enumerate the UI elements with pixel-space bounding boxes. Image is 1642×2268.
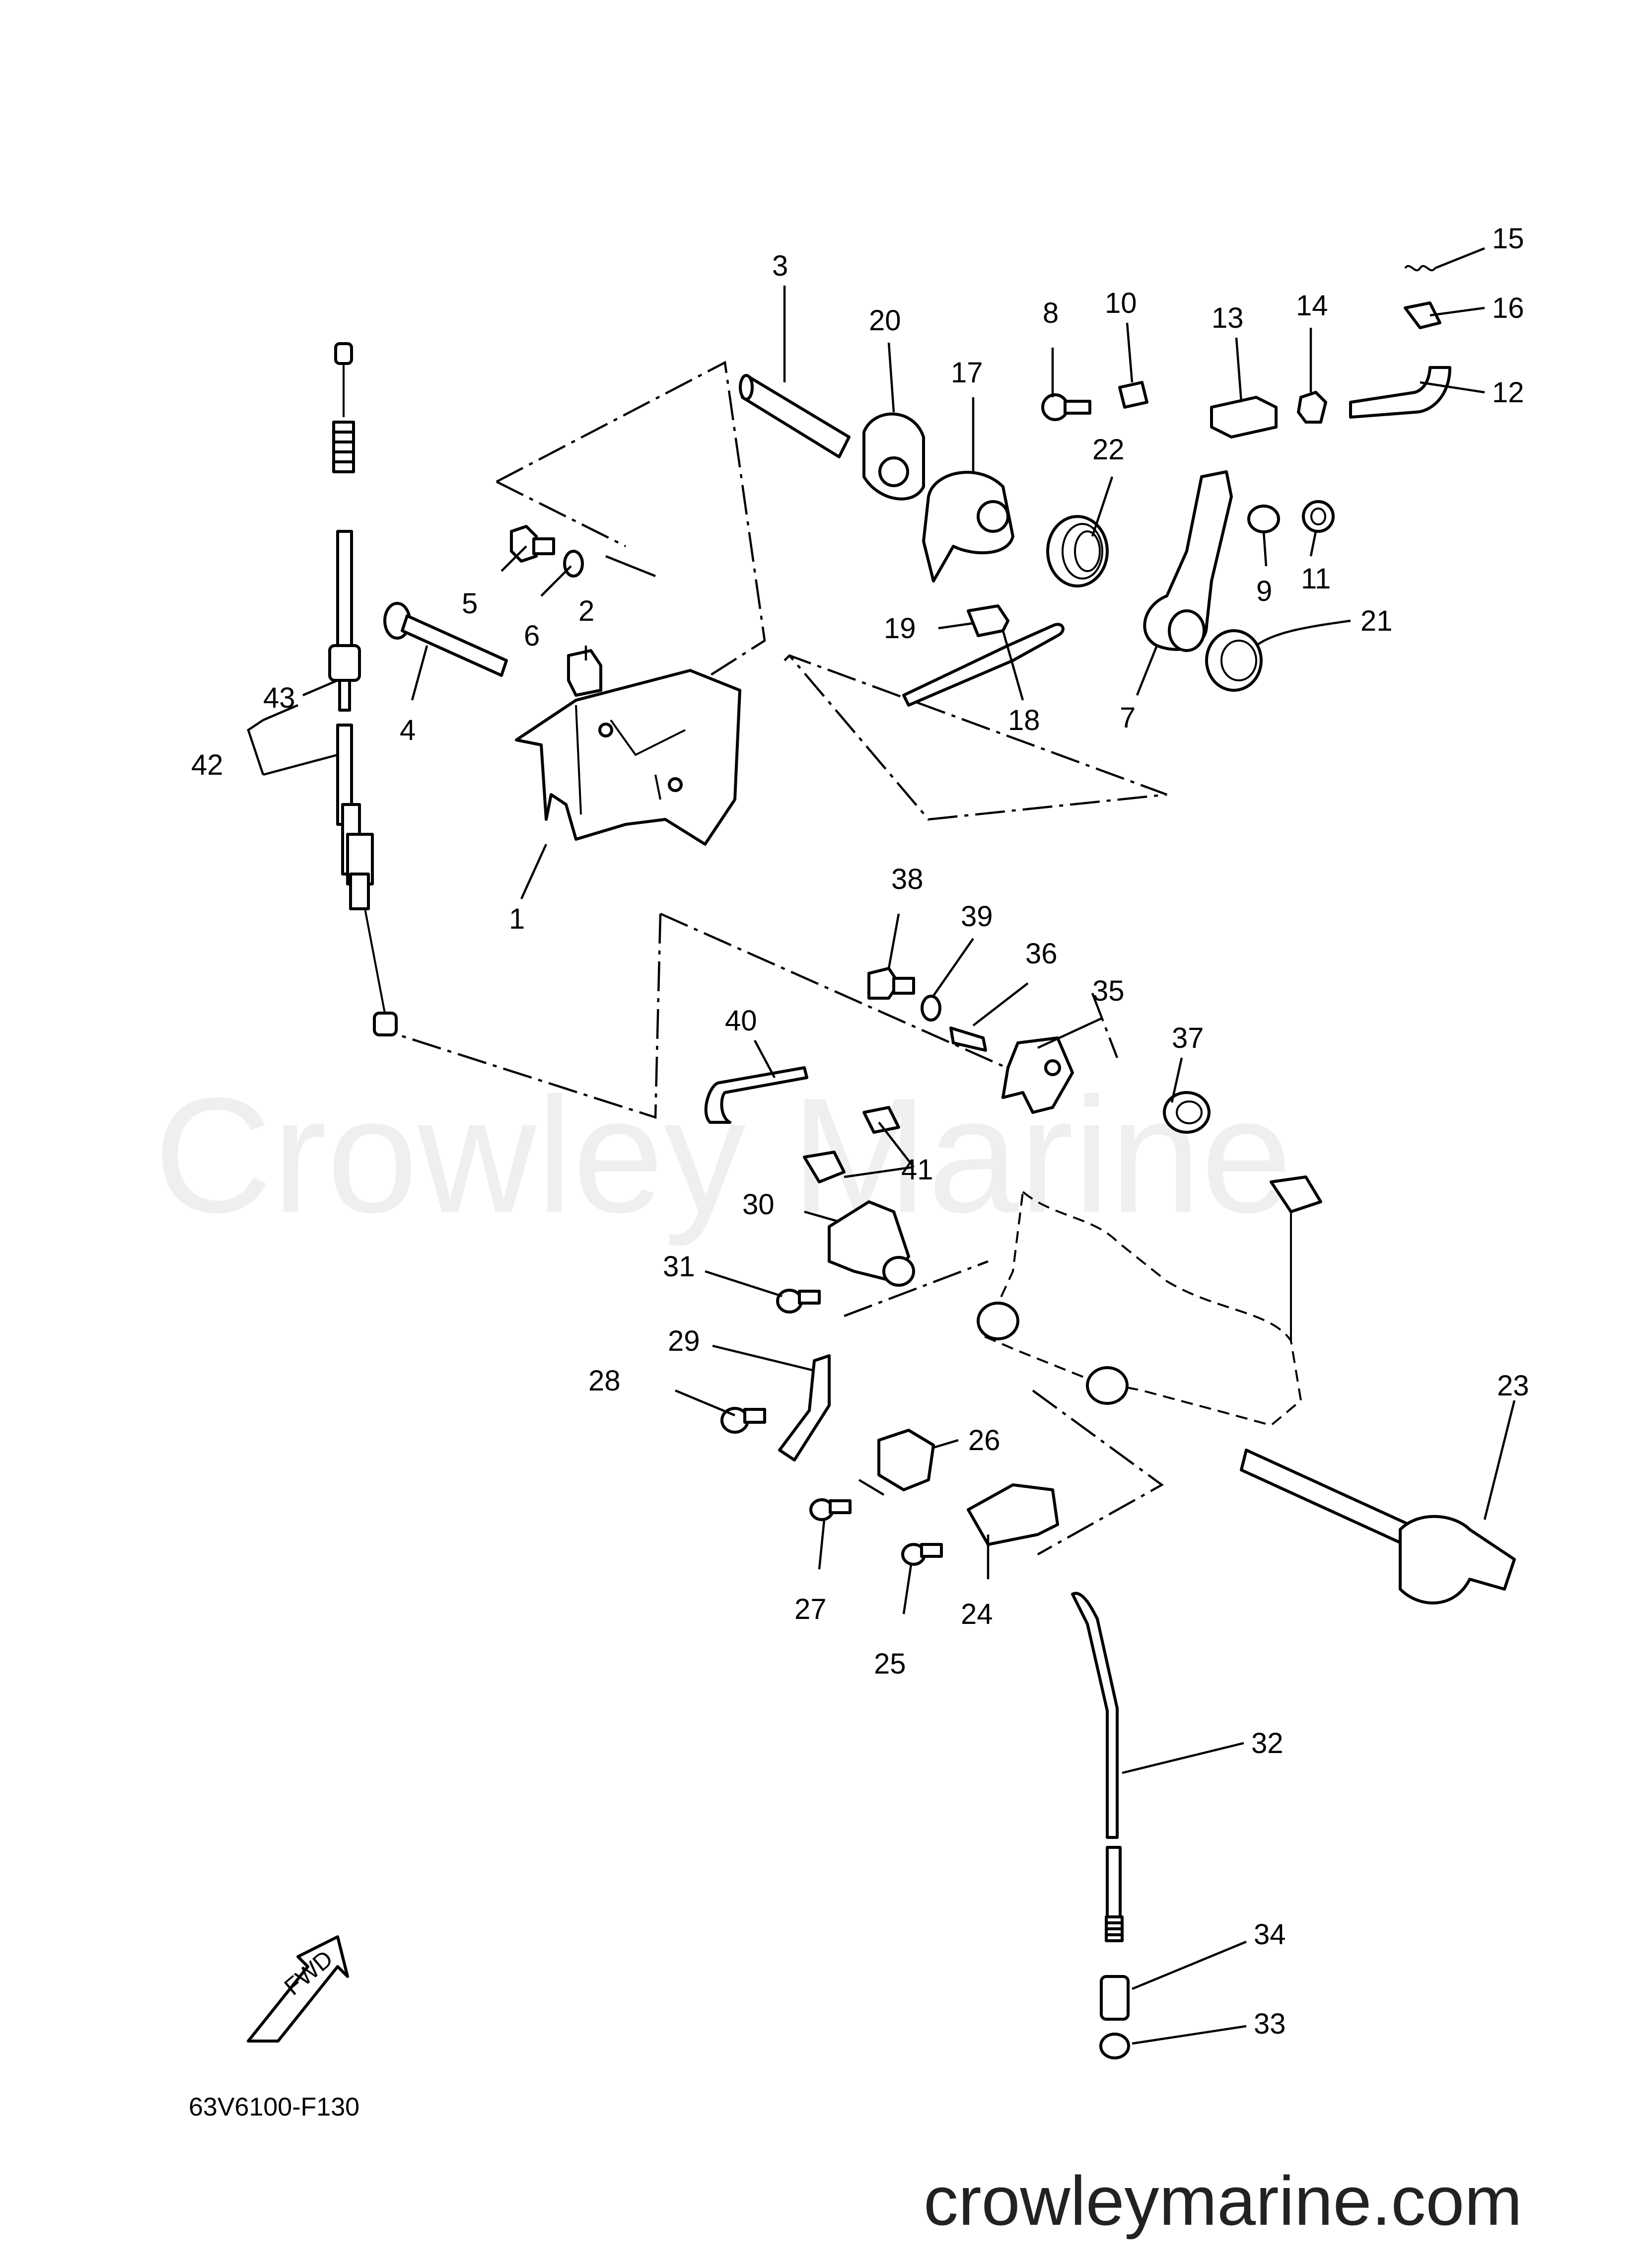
callout-25: 25 [874,1648,906,1680]
part-16-clip [1404,301,1441,329]
part-30-block [828,1200,915,1287]
part-18-rod [902,623,1065,707]
callout-9: 9 [1256,575,1272,607]
part-38-bolt [867,967,915,1000]
part-15-mark [1404,265,1436,272]
callout-23: 23 [1497,1370,1529,1402]
part-13-link [1210,396,1278,439]
diagram-code: 63V6100-F130 [189,2093,359,2122]
callout-42: 42 [191,749,223,781]
callout-6: 6 [524,620,540,652]
callout-20: 20 [869,304,901,337]
callout-12: 12 [1492,376,1524,409]
callout-37: 37 [1172,1022,1204,1054]
part-5-bolt [510,525,555,563]
part-9-nut [1247,505,1280,533]
callout-24: 24 [961,1598,993,1630]
part-7-lever [1143,470,1233,652]
callout-39: 39 [961,900,993,933]
callout-21: 21 [1360,605,1393,637]
callout-18: 18 [1008,704,1040,736]
part-8-screw [1041,393,1091,421]
part-31-screw [776,1289,821,1314]
callout-38: 38 [891,863,924,895]
callout-41: 41 [901,1154,933,1186]
leader-lines [247,247,1516,2045]
part-6-washer [563,550,584,578]
callout-28: 28 [588,1365,621,1397]
callout-5: 5 [462,587,478,620]
part-34-nut [1100,1975,1130,2021]
callout-17: 17 [951,357,983,389]
callout-2: 2 [578,595,594,627]
callout-27: 27 [794,1593,827,1625]
callout-1: 1 [509,903,525,935]
assembly-outlines [392,361,1167,1555]
part-27-screw [809,1498,852,1521]
callout-40: 40 [725,1005,757,1037]
callout-29: 29 [668,1325,700,1357]
throttle-cable [328,342,398,1036]
callout-30: 30 [742,1188,775,1221]
callout-11: 11 [1301,563,1331,595]
callout-26: 26 [968,1424,1000,1457]
callout-numbers: 1 2 3 4 5 6 7 8 9 10 11 12 13 14 15 16 1… [191,222,1529,2040]
callout-8: 8 [1043,297,1059,329]
part-32-rod [1071,1592,1124,1942]
part-17-cam [922,471,1014,583]
callout-14: 14 [1296,290,1328,322]
callout-34: 34 [1254,1918,1286,1951]
part-24-clamp [967,1483,1059,1546]
part-12-hose [1349,366,1451,419]
part-39-washer [921,995,941,1022]
part-28-screw [720,1407,766,1434]
callout-35: 35 [1092,975,1125,1007]
part-33-nut [1099,2033,1130,2059]
part-25-screw [901,1543,943,1566]
callout-4: 4 [400,714,416,746]
part-26-damper [877,1429,935,1491]
part-11-collar [1302,500,1335,533]
callout-33: 33 [1254,2008,1286,2040]
part-21-spring [1205,629,1263,692]
part-41-clips [803,1106,900,1183]
part-10-spring [1118,381,1148,409]
callout-36: 36 [1025,938,1058,970]
part-4-bolt [383,602,508,677]
callout-43: 43 [263,682,295,714]
callout-32: 32 [1251,1727,1284,1759]
callout-19: 19 [884,612,916,645]
shift-housing-ghost [977,1190,1302,1427]
website-label: crowleymarine.com [924,2162,1522,2240]
callout-22: 22 [1092,434,1125,466]
control-bracket [515,669,741,846]
part-35-lever [1001,1036,1074,1114]
part-22-spring [1046,515,1109,587]
callout-16: 16 [1492,292,1524,324]
part-2-block [567,649,602,697]
callout-13: 13 [1212,302,1244,334]
part-40-rod [704,1066,808,1124]
part-36-pin [949,1026,987,1052]
part-37-spring [1163,1091,1211,1134]
fwd-arrow-icon: FWD [247,1935,349,2043]
callout-7: 7 [1120,702,1136,734]
callout-31: 31 [663,1250,695,1283]
part-3-tube [739,374,851,458]
part-14-nut [1297,391,1327,424]
callout-10: 10 [1105,287,1137,319]
callout-3: 3 [772,250,788,282]
callout-15: 15 [1492,222,1524,255]
part-20-collar [862,412,925,501]
part-pivot-cylinder [1270,1175,1322,1341]
part-19-clip [967,604,1009,637]
part-23-shift-rod [1240,1449,1516,1605]
part-29-plate [778,1354,831,1462]
